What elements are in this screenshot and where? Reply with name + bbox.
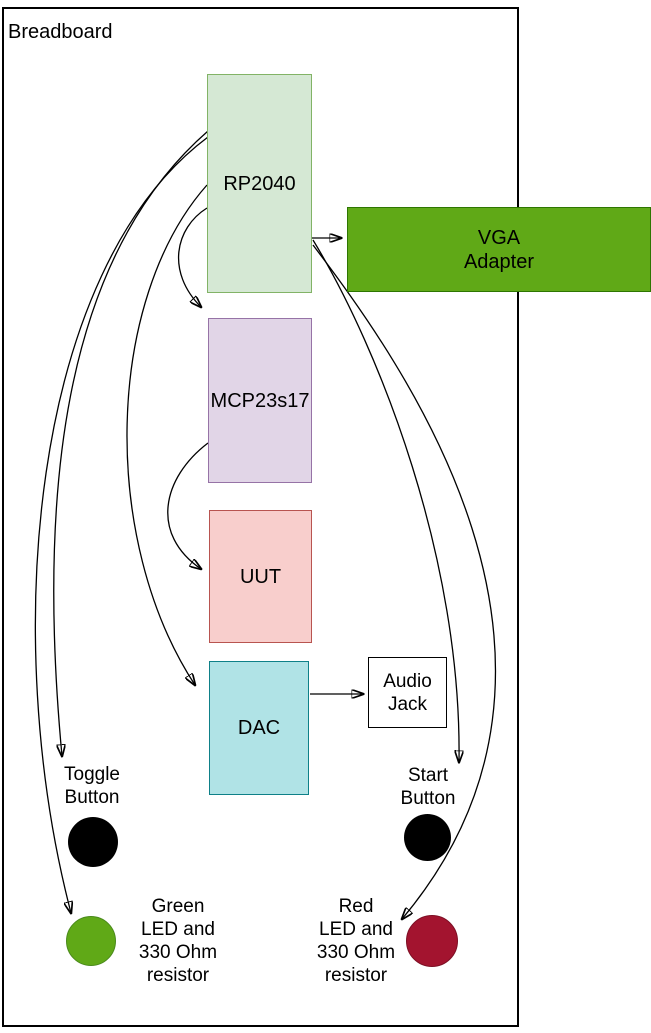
node-vga-adapter: VGA Adapter [347, 207, 651, 292]
start-button-circle [404, 814, 451, 861]
node-vga-adapter-label: VGA Adapter [463, 226, 535, 273]
node-mcp23s17: MCP23s17 [208, 318, 312, 483]
node-uut: UUT [209, 510, 312, 643]
node-audio-jack: Audio Jack [368, 657, 447, 728]
node-audio-jack-label: Audio Jack [383, 670, 432, 715]
toggle-button-circle [68, 817, 118, 867]
breadboard-container [2, 7, 519, 1027]
green-led-label: Green LED and 330 Ohm resistor [138, 896, 218, 986]
node-uut-label: UUT [239, 565, 282, 588]
red-led-label: Red LED and 330 Ohm resistor [316, 896, 396, 986]
toggle-button-label: Toggle Button [64, 764, 120, 808]
node-rp2040: RP2040 [207, 74, 312, 293]
red-led-circle [406, 915, 458, 967]
node-rp2040-label: RP2040 [223, 172, 296, 195]
node-mcp23s17-label: MCP23s17 [210, 389, 310, 412]
breadboard-label: Breadboard [8, 21, 113, 43]
node-dac: DAC [209, 661, 309, 795]
green-led-circle [66, 916, 116, 966]
node-dac-label: DAC [237, 717, 281, 739]
start-button-label: Start Button [400, 765, 456, 809]
